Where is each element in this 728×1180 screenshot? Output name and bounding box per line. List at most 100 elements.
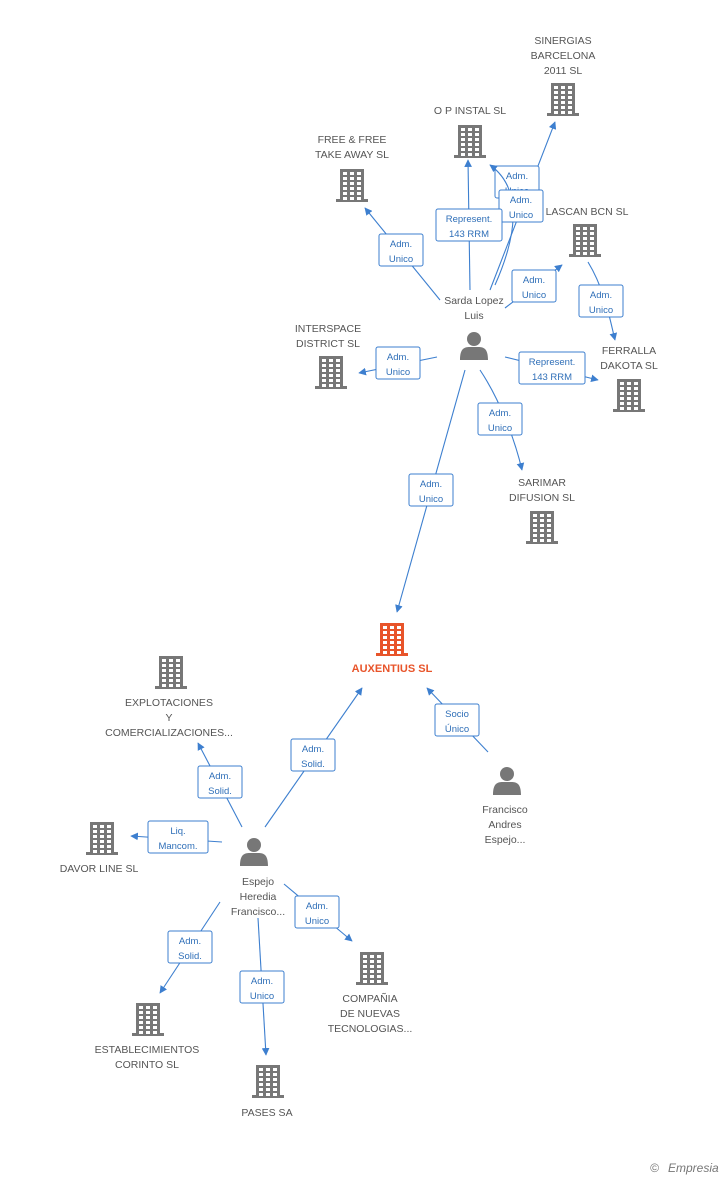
edge-label-line: Adm. bbox=[306, 901, 328, 912]
edge-label-line: Unico bbox=[389, 254, 413, 265]
node-davor[interactable]: DAVOR LINE SL bbox=[60, 822, 139, 875]
edge-label-line: Adm. bbox=[489, 408, 511, 419]
edge-label-box[interactable]: Adm. Unico bbox=[498, 189, 544, 223]
edge-sarda-freefree: Adm. Unico bbox=[364, 207, 441, 301]
edge-sarda-interspace: Adm. Unico bbox=[358, 346, 438, 380]
person-icon bbox=[493, 767, 521, 795]
edge-label-box[interactable]: Adm. Unico bbox=[375, 346, 421, 380]
edge-label-box[interactable]: Adm. Unico bbox=[378, 233, 424, 267]
edge-label-box[interactable]: Adm.Unico bbox=[578, 284, 624, 318]
edge-label-line: Adm. bbox=[390, 239, 412, 250]
edge-label-line: Único bbox=[445, 724, 469, 735]
building-icon bbox=[315, 356, 347, 389]
edge-sarda-opinstal: Represent. 143 RRM bbox=[435, 159, 503, 291]
node-label: PASES SA bbox=[241, 1107, 292, 1119]
node-auxentius[interactable]: AUXENTIUS SL bbox=[352, 623, 433, 675]
building-icon bbox=[547, 83, 579, 116]
edge-label-line: Adm. bbox=[251, 976, 273, 987]
edge-label-line: Unico bbox=[589, 305, 613, 316]
edge-label-box[interactable]: Adm.Unico bbox=[294, 895, 340, 929]
edge-label-box[interactable]: Adm.Solid. bbox=[290, 738, 336, 772]
edge-label-line: Socio bbox=[445, 709, 469, 720]
edge-espejo-davor: Liq.Mancom. bbox=[130, 820, 223, 854]
node-label: Espejo bbox=[242, 876, 274, 888]
edge-label-box[interactable]: Adm.Unico bbox=[511, 269, 557, 303]
node-label: O P INSTAL SL bbox=[434, 105, 506, 117]
edge-label-line: Mancom. bbox=[158, 841, 197, 852]
node-label: CORINTO SL bbox=[115, 1059, 179, 1071]
empresia-brand: Empresia bbox=[668, 1161, 719, 1175]
edge-label-line: Solid. bbox=[178, 951, 202, 962]
node-label: FREE & FREE bbox=[318, 134, 387, 146]
edge-label-line: Unico bbox=[509, 210, 533, 221]
edge-label-box[interactable]: Represent.143 RRM bbox=[518, 351, 586, 385]
edge-sarda-opinstal-2: Adm. Unico bbox=[489, 164, 544, 286]
person-icon bbox=[460, 332, 488, 360]
node-label: 2011 SL bbox=[544, 65, 582, 77]
edge-label-line: Adm. bbox=[510, 195, 532, 206]
edge-label-box[interactable]: Adm. Unico bbox=[239, 970, 285, 1004]
edge-sarda-lascan: Adm.Unico bbox=[504, 264, 563, 309]
node-label: LASCAN BCN SL bbox=[546, 206, 629, 218]
node-label: COMPAÑIA bbox=[342, 992, 397, 1005]
node-label: TAKE AWAY SL bbox=[315, 149, 389, 161]
building-icon bbox=[569, 224, 601, 257]
node-opinstal[interactable]: O P INSTAL SL bbox=[434, 105, 506, 158]
edge-label-line: Unico bbox=[522, 290, 546, 301]
edge-label-line: Unico bbox=[419, 494, 443, 505]
node-pases[interactable]: PASES SA bbox=[241, 1065, 293, 1119]
node-label: DE NUEVAS bbox=[340, 1008, 400, 1020]
edge-sarda-auxentius: Adm. Unico bbox=[395, 369, 466, 613]
edge-label-line: Represent. bbox=[529, 357, 575, 368]
edge-label-line: Unico bbox=[386, 367, 410, 378]
node-lascan[interactable]: LASCAN BCN SL bbox=[546, 206, 629, 257]
edge-espejo-explotaciones: Adm.Solid. bbox=[197, 742, 243, 828]
building-icon bbox=[454, 125, 486, 158]
edge-label-box[interactable]: Adm. Unico bbox=[408, 473, 454, 507]
edge-label-box[interactable]: Adm.Solid. bbox=[197, 765, 243, 799]
edge-espejo-pases: Adm. Unico bbox=[239, 917, 285, 1056]
edge-label-line: Unico bbox=[250, 991, 274, 1002]
edge-espejo-auxentius: Adm.Solid. bbox=[264, 687, 363, 828]
edge-label-line: Adm. bbox=[420, 479, 442, 490]
edge-label-line: 143 RRM bbox=[449, 229, 489, 240]
node-label: Espejo... bbox=[485, 834, 526, 846]
node-label: Sarda Lopez bbox=[444, 295, 504, 307]
edge-label-box[interactable]: Adm.Unico bbox=[477, 402, 523, 436]
edge-sarda-sarimar: Adm.Unico bbox=[477, 369, 525, 471]
building-icon bbox=[155, 656, 187, 689]
edge-espejo-corinto: Adm.Solid. bbox=[159, 901, 221, 994]
node-freefree[interactable]: FREE & FREE TAKE AWAY SL bbox=[315, 134, 389, 202]
node-label: Francisco bbox=[482, 804, 528, 816]
node-espejo[interactable]: EspejoHerediaFrancisco... bbox=[231, 838, 285, 918]
edge-label-box[interactable]: Adm.Solid. bbox=[167, 930, 213, 964]
node-label: COMERCIALIZACIONES... bbox=[105, 727, 233, 739]
edge-label-box[interactable]: Liq.Mancom. bbox=[147, 820, 209, 854]
edge-label-box[interactable]: Represent. 143 RRM bbox=[435, 208, 503, 242]
node-label: SINERGIAS bbox=[534, 35, 591, 47]
node-label: EXPLOTACIONES bbox=[125, 697, 213, 709]
node-francisco[interactable]: FranciscoAndresEspejo... bbox=[482, 767, 528, 846]
edge-sarda-ferralla-adm: Adm.Unico bbox=[578, 261, 624, 341]
edge-label-line: Represent. bbox=[446, 214, 492, 225]
edge-label-line: Solid. bbox=[208, 786, 232, 797]
edge-label-line: Adm. bbox=[506, 171, 528, 182]
building-icon bbox=[336, 169, 368, 202]
edge-label-line: Adm. bbox=[387, 352, 409, 363]
node-label: FERRALLA bbox=[602, 345, 656, 357]
node-label: DISTRICT SL bbox=[296, 338, 360, 350]
building-icon bbox=[252, 1065, 284, 1098]
empresia-watermark: © Empresia bbox=[650, 1161, 719, 1175]
building-icon bbox=[132, 1003, 164, 1036]
node-label: Francisco... bbox=[231, 906, 285, 918]
node-explotaciones[interactable]: EXPLOTACIONES Y COMERCIALIZACIONES... bbox=[105, 656, 233, 739]
node-label: Y bbox=[165, 712, 172, 724]
